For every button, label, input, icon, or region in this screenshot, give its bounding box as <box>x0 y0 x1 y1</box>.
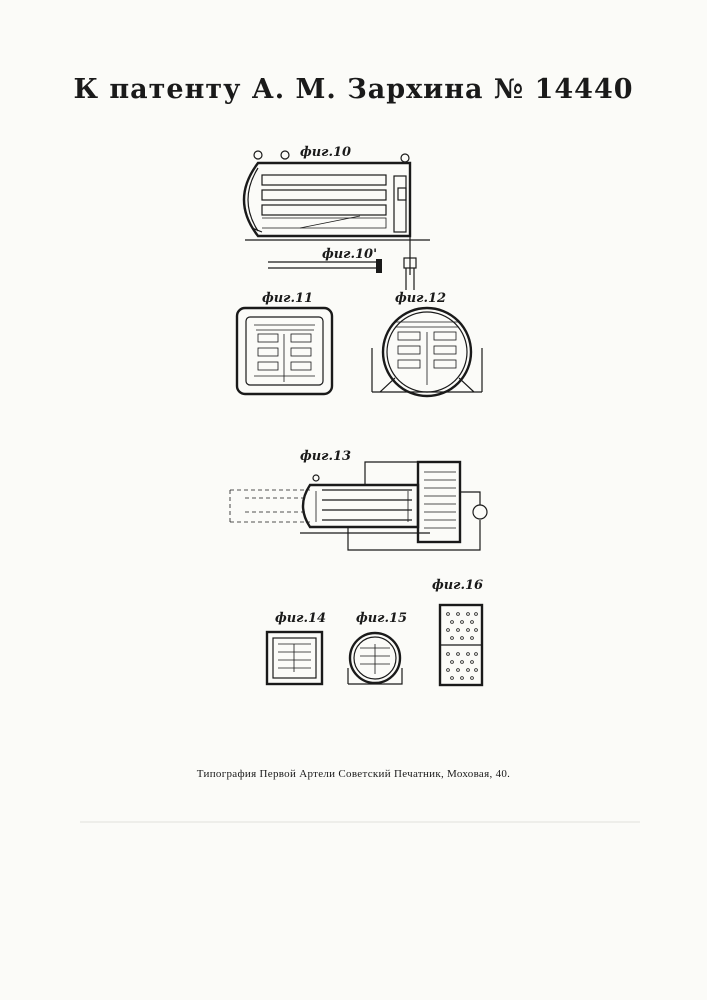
fig11-tray-2 <box>291 334 311 342</box>
fig11-tray-3 <box>258 348 278 356</box>
fig10-shelf-1 <box>262 175 386 185</box>
fig12-tray-1 <box>398 332 420 340</box>
fig13-cart-track <box>230 490 310 522</box>
figure-11: фиг.11 <box>237 291 332 394</box>
fig13-cart-rails <box>245 498 305 512</box>
figure-14: фиг.14 <box>267 611 326 684</box>
figure-11-label: фиг.11 <box>262 291 313 306</box>
fig13-drum <box>303 485 418 527</box>
figure-14-label: фиг.14 <box>275 611 326 626</box>
fig15-trays <box>360 644 390 674</box>
fig10-valve-body <box>394 176 406 232</box>
figure-16: фиг.16 <box>432 578 483 685</box>
fig11-tray-1 <box>258 334 278 342</box>
fig12-tray-5 <box>398 360 420 368</box>
fig12-top-bar <box>394 322 460 327</box>
figure-15-label: фиг.15 <box>356 611 407 626</box>
figure-12-label: фиг.12 <box>395 291 446 306</box>
gauge-18-icon <box>281 151 289 159</box>
fig13-side-pipe <box>460 492 480 505</box>
fig12-tray-4 <box>434 346 456 354</box>
fig10a-rod <box>268 262 376 268</box>
fig12-tray-2 <box>434 332 456 340</box>
fig13-end-walls <box>316 491 408 522</box>
gauge-17-icon <box>254 151 262 159</box>
fig12-tray-6 <box>434 360 456 368</box>
fig13-fan-icon <box>473 505 487 519</box>
fig13-inner-shelves <box>322 490 412 520</box>
fig11-outer-frame <box>237 308 332 394</box>
fig11-tray-6 <box>291 362 311 370</box>
fig10a-clamp <box>376 259 382 273</box>
fig10-shelf-2 <box>262 190 386 200</box>
figure-12: фиг.12 <box>372 291 482 396</box>
fig14-outer-frame <box>267 632 322 684</box>
fig12-tray-3 <box>398 346 420 354</box>
figure-10-label: фиг.10 <box>300 145 351 160</box>
fig11-inner-frame <box>246 317 323 385</box>
fig11-tray-4 <box>291 348 311 356</box>
figure-16-label: фиг.16 <box>432 578 483 593</box>
figure-10a-label: фиг.10' <box>322 247 377 262</box>
fig13-gauge-icon <box>313 475 319 481</box>
fig13-condenser <box>418 462 460 542</box>
figure-13-label: фиг.13 <box>300 449 351 464</box>
figure-15: фиг.15 <box>348 611 407 684</box>
fig10-shelf-3 <box>262 205 386 215</box>
figure-10a: фиг.10' <box>268 247 382 273</box>
fig16-perforations <box>447 613 478 680</box>
fig13-coils <box>424 472 456 528</box>
fig13-upper-pipe <box>365 462 418 485</box>
printer-imprint: Типография Первой Артели Советский Печат… <box>0 768 707 780</box>
figure-13: фиг.13 <box>230 449 487 550</box>
fig11-top-bar <box>254 325 315 330</box>
gauge-19-icon <box>401 154 409 162</box>
fig14-trays <box>278 644 311 672</box>
fig11-tray-5 <box>258 362 278 370</box>
fig10-valve-part <box>398 188 406 200</box>
